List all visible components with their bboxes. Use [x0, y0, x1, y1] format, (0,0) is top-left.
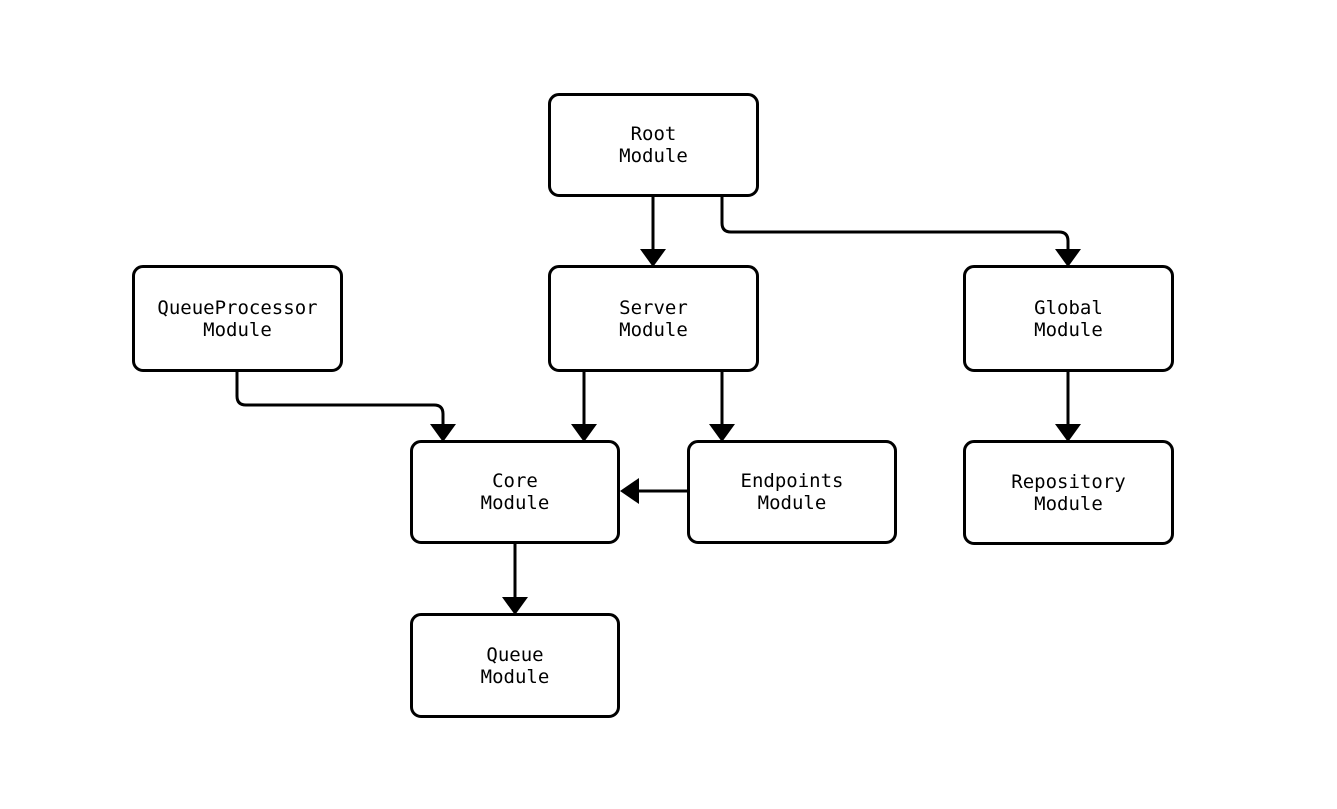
edge-queueprocessor-to-core [235, 372, 456, 442]
edge-root-to-global [720, 197, 1081, 267]
node-label-core-module: Core Module [480, 470, 550, 514]
edge-root-to-server [640, 197, 666, 267]
edge-global-to-repository [1055, 372, 1081, 442]
edge-server-to-endpoints [709, 372, 735, 442]
node-label-root-module: Root Module [619, 123, 688, 167]
node-core-module[interactable]: Core Module [410, 440, 620, 544]
node-label-endpoints-module: Endpoints Module [740, 470, 844, 514]
edge-core-to-queue [502, 544, 528, 615]
edge-server-to-core [571, 372, 597, 442]
node-server-module[interactable]: Server Module [548, 265, 759, 372]
node-global-module[interactable]: Global Module [963, 265, 1174, 372]
node-label-server-module: Server Module [619, 296, 688, 341]
node-repository-module[interactable]: Repository Module [963, 440, 1174, 545]
node-label-repository-module: Repository Module [1011, 470, 1126, 515]
edge-endpoints-to-core [620, 478, 687, 504]
node-queue-module[interactable]: Queue Module [410, 613, 620, 718]
node-queueprocessor-module[interactable]: QueueProcessor Module [132, 265, 343, 372]
node-label-global-module: Global Module [1034, 296, 1103, 341]
node-endpoints-module[interactable]: Endpoints Module [687, 440, 897, 544]
node-label-queueprocessor-module: QueueProcessor Module [157, 296, 318, 341]
node-root-module[interactable]: Root Module [548, 93, 759, 197]
node-label-queue-module: Queue Module [480, 643, 550, 688]
